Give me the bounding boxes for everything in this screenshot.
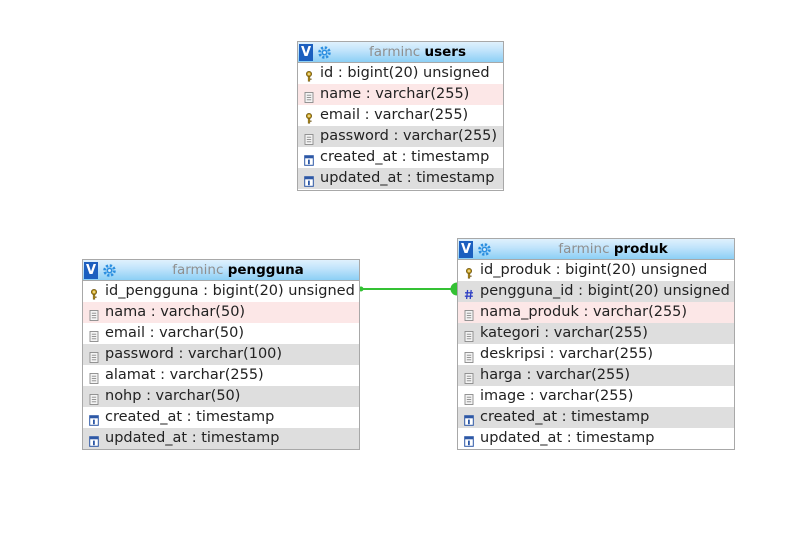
column-row[interactable]: pengguna_id : bigint(20) unsigned: [458, 281, 734, 302]
column-label: nama : varchar(50): [105, 304, 246, 320]
column-list: id_pengguna : bigint(20) unsigned nama : …: [83, 281, 359, 449]
field-icon: [464, 349, 474, 363]
column-label: harga : varchar(255): [480, 367, 631, 383]
table-produk[interactable]: V farminc produk id_produk : bigint(20) …: [457, 238, 735, 450]
column-row[interactable]: alamat : varchar(255): [83, 365, 359, 386]
column-label: updated_at : timestamp: [480, 430, 655, 446]
database-name: farminc: [368, 44, 421, 60]
timestamp-icon: [464, 433, 474, 447]
column-label: updated_at : timestamp: [320, 170, 495, 186]
table-name: users: [424, 44, 467, 60]
gear-icon[interactable]: [477, 242, 492, 257]
column-label: name : varchar(255): [320, 86, 470, 102]
column-row[interactable]: image : varchar(255): [458, 386, 734, 407]
column-row[interactable]: updated_at : timestamp: [83, 428, 359, 449]
column-label: image : varchar(255): [480, 388, 634, 404]
timestamp-icon: [304, 173, 314, 187]
key-icon: [304, 68, 314, 82]
field-icon: [464, 391, 474, 405]
column-row[interactable]: nama_produk : varchar(255): [458, 302, 734, 323]
field-icon: [89, 391, 99, 405]
field-icon: [304, 131, 314, 145]
column-label: id : bigint(20) unsigned: [320, 65, 490, 81]
field-icon: [89, 349, 99, 363]
field-icon: [304, 89, 314, 103]
field-icon: [464, 370, 474, 384]
column-label: created_at : timestamp: [320, 149, 490, 165]
column-label: id_pengguna : bigint(20) unsigned: [105, 283, 355, 299]
table-title[interactable]: farminc users: [334, 42, 501, 63]
column-row[interactable]: nama : varchar(50): [83, 302, 359, 323]
column-row[interactable]: harga : varchar(255): [458, 365, 734, 386]
field-icon: [89, 370, 99, 384]
database-name: farminc: [558, 241, 610, 257]
column-label: deskripsi : varchar(255): [480, 346, 654, 362]
column-label: nama_produk : varchar(255): [480, 304, 688, 320]
column-row[interactable]: password : varchar(255): [298, 126, 503, 147]
table-header[interactable]: V farminc users: [298, 42, 503, 63]
column-row[interactable]: updated_at : timestamp: [298, 168, 503, 189]
relation-end-marker: [450, 282, 457, 296]
column-label: created_at : timestamp: [105, 409, 275, 425]
timestamp-icon: [89, 433, 99, 447]
column-label: kategori : varchar(255): [480, 325, 648, 341]
table-pengguna[interactable]: V farminc pengguna id_pengguna : bigint(…: [82, 259, 360, 450]
toggle-columns-button[interactable]: V: [84, 262, 98, 279]
column-label: created_at : timestamp: [480, 409, 650, 425]
key-icon: [304, 110, 314, 124]
table-header[interactable]: V farminc pengguna: [83, 260, 359, 281]
column-row[interactable]: updated_at : timestamp: [458, 428, 734, 449]
column-row[interactable]: created_at : timestamp: [83, 407, 359, 428]
column-row[interactable]: id : bigint(20) unsigned: [298, 63, 503, 84]
key-icon: [89, 286, 99, 300]
column-row[interactable]: id_pengguna : bigint(20) unsigned: [83, 281, 359, 302]
field-icon: [464, 328, 474, 342]
column-label: alamat : varchar(255): [105, 367, 264, 383]
key-icon: [464, 265, 474, 279]
field-icon: [89, 307, 99, 321]
database-name: farminc: [172, 262, 224, 278]
column-row[interactable]: created_at : timestamp: [458, 407, 734, 428]
toggle-columns-button[interactable]: V: [299, 44, 313, 61]
column-label: nohp : varchar(50): [105, 388, 241, 404]
timestamp-icon: [89, 412, 99, 426]
numeric-icon: [464, 286, 474, 300]
column-row[interactable]: password : varchar(100): [83, 344, 359, 365]
gear-icon[interactable]: [317, 45, 332, 60]
table-name: produk: [613, 241, 668, 257]
gear-icon[interactable]: [102, 263, 117, 278]
column-row[interactable]: name : varchar(255): [298, 84, 503, 105]
table-users[interactable]: V farminc users id : bigint(20) unsigned…: [297, 41, 504, 191]
column-row[interactable]: email : varchar(255): [298, 105, 503, 126]
column-row[interactable]: kategori : varchar(255): [458, 323, 734, 344]
column-label: email : varchar(255): [320, 107, 469, 123]
column-label: email : varchar(50): [105, 325, 244, 341]
table-title[interactable]: farminc pengguna: [119, 260, 357, 281]
column-label: password : varchar(100): [105, 346, 283, 362]
field-icon: [464, 307, 474, 321]
column-row[interactable]: email : varchar(50): [83, 323, 359, 344]
table-title[interactable]: farminc produk: [494, 239, 732, 260]
table-name: pengguna: [227, 262, 304, 278]
table-header[interactable]: V farminc produk: [458, 239, 734, 260]
column-row[interactable]: created_at : timestamp: [298, 147, 503, 168]
timestamp-icon: [464, 412, 474, 426]
column-label: pengguna_id : bigint(20) unsigned: [480, 283, 730, 299]
toggle-columns-button[interactable]: V: [459, 241, 473, 258]
column-row[interactable]: nohp : varchar(50): [83, 386, 359, 407]
column-list: id : bigint(20) unsigned name : varchar(2…: [298, 63, 503, 189]
column-row[interactable]: id_produk : bigint(20) unsigned: [458, 260, 734, 281]
timestamp-icon: [304, 152, 314, 166]
column-label: id_produk : bigint(20) unsigned: [480, 262, 708, 278]
column-row[interactable]: deskripsi : varchar(255): [458, 344, 734, 365]
column-label: updated_at : timestamp: [105, 430, 280, 446]
column-list: id_produk : bigint(20) unsigned pengguna_…: [458, 260, 734, 449]
column-label: password : varchar(255): [320, 128, 498, 144]
field-icon: [89, 328, 99, 342]
